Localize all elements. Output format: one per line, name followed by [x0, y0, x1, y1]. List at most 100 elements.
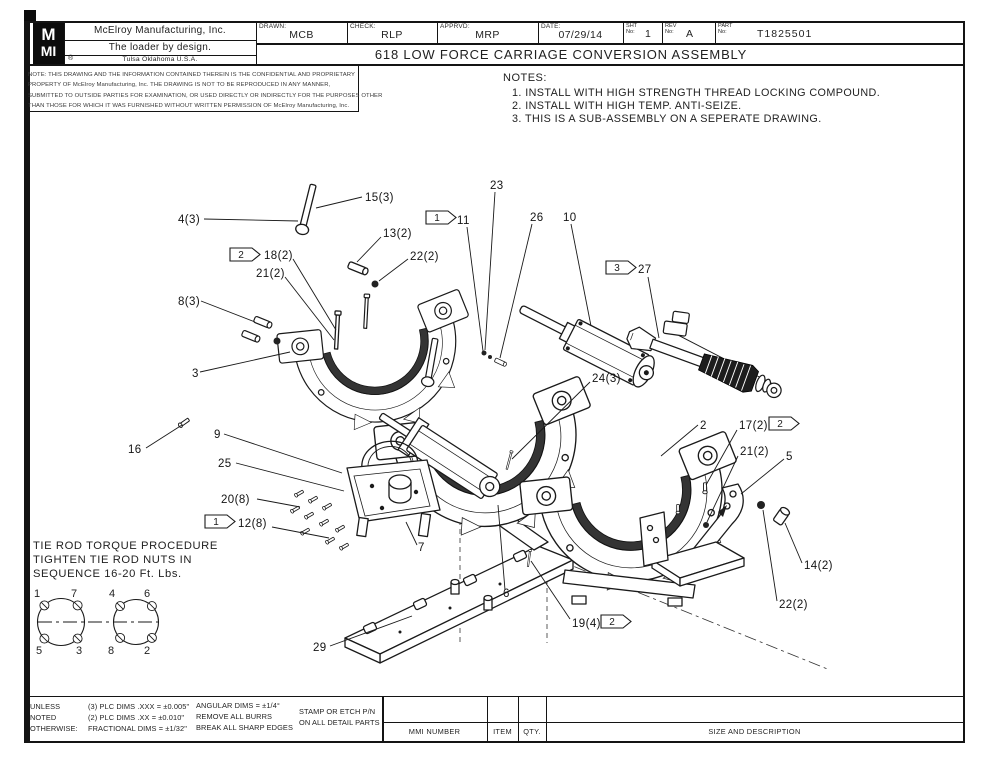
callout-17-2-: 2 17(2)	[705, 416, 800, 486]
right-jaw-base-part	[562, 569, 696, 607]
sequence-number: 6	[144, 588, 151, 600]
callout-23: 23	[484, 180, 504, 351]
leader-line	[223, 433, 343, 474]
callout-label: 15(3)	[365, 192, 394, 204]
callout-label: 29	[313, 642, 327, 654]
stamp-block: STAMP OR ETCH P/N ON ALL DETAIL PARTS	[299, 707, 380, 727]
leader-line	[647, 276, 660, 339]
apprvd-label: APPRVD:	[440, 23, 470, 30]
callout-label: 17(2)	[739, 420, 768, 432]
leader-line	[466, 226, 484, 352]
callout-7: 7	[405, 521, 425, 554]
callout-3: 3	[192, 351, 291, 380]
callout-label: 21(2)	[256, 268, 285, 280]
callout-label: 7	[418, 542, 425, 554]
frame-top	[24, 21, 965, 23]
callout-label: 24(3)	[592, 373, 621, 385]
leader-line	[740, 458, 785, 495]
sequence-number: 7	[71, 588, 78, 600]
sht-label-1: SHT	[626, 23, 638, 29]
leader-line	[405, 521, 418, 546]
logo-letter-bottom: MI	[40, 43, 57, 59]
company-tagline: The loader by design.	[108, 42, 212, 53]
callout-label: 13(2)	[383, 228, 412, 240]
callout-label: 26	[530, 212, 544, 224]
leader-line	[762, 509, 778, 602]
callout-22-2-: 22(2)	[378, 251, 439, 282]
callout-label: 22(2)	[410, 251, 439, 263]
item-flag	[229, 247, 261, 262]
confidentiality-line: PROPERTY OF McElroy Manufacturing, Inc. …	[28, 82, 331, 89]
callout-label: 22(2)	[779, 599, 808, 611]
part-value: T1825501	[757, 28, 813, 40]
callout-19-4-: 219(4)	[530, 560, 632, 630]
leader-line	[497, 504, 506, 591]
sequence-number: 4	[109, 588, 116, 600]
confidentiality-line: SUBMITTED TO OUTSIDE PARTIES FOR EXAMINA…	[28, 92, 383, 99]
drawn-label: DRAWN:	[259, 23, 287, 30]
torque-procedure-line: TIE ROD TORQUE PROCEDURE	[33, 540, 218, 552]
leader-line	[705, 429, 738, 486]
leader-line	[499, 223, 533, 359]
company-name: McElroy Manufacturing, Inc.	[93, 25, 227, 36]
callout-label: 23	[490, 180, 504, 192]
rev-label-2: No:	[665, 29, 674, 35]
item-flag-number: 2	[609, 617, 615, 628]
callout-label: 5	[786, 451, 793, 463]
callout-label: 11	[457, 215, 470, 227]
sequence-number: 8	[108, 645, 115, 657]
leader-line	[315, 196, 363, 209]
callout-2: 2	[660, 420, 706, 457]
mmi-logo: M MI	[33, 23, 64, 64]
part-label-2: No:	[718, 29, 727, 35]
item-flag	[425, 210, 457, 225]
callout-13-2-: 13(2)	[356, 228, 412, 263]
frame-left	[24, 21, 30, 743]
callout-label: 10	[563, 212, 577, 224]
callout-20-8-: 20(8)	[221, 494, 301, 508]
guide-bracket-part	[346, 440, 441, 538]
item-flag	[600, 614, 632, 629]
check-label: CHECK:	[350, 23, 376, 30]
check-value: RLP	[381, 29, 403, 41]
middle-jaw-cylinder-part	[378, 412, 501, 499]
finish-block: ANGULAR DIMS = ±1/4° REMOVE ALL BURRS BR…	[196, 701, 293, 732]
bom-column-qty: QTY.	[523, 727, 541, 736]
callout-22-2-: 22(2)	[762, 509, 808, 611]
leader-line	[706, 455, 739, 523]
frame-bottom	[24, 741, 965, 743]
callout-26: 26	[499, 212, 544, 359]
leader-line	[784, 522, 803, 564]
leader-line	[511, 381, 591, 460]
item-flag-number: 2	[777, 419, 783, 430]
callout-6: 6	[497, 504, 509, 600]
leader-line	[378, 258, 409, 282]
callout-label: 20(8)	[221, 494, 250, 506]
leader-line	[292, 258, 337, 331]
bom-column-mmi-number: MMI NUMBER	[408, 727, 461, 736]
item-flag	[204, 514, 236, 529]
callout-label: 3	[192, 368, 199, 380]
bom-column-size-description: SIZE AND DESCRIPTION	[708, 727, 801, 736]
bom-column-item: ITEM	[493, 727, 512, 736]
sht-value: 1	[645, 28, 652, 40]
unless-noted-block: UNLESS NOTED OTHERWISE:	[30, 702, 78, 733]
item-flag-number: 3	[614, 263, 620, 274]
callout-label: 18(2)	[264, 250, 293, 262]
callout-label: 4(3)	[178, 214, 200, 226]
confidentiality-line: THAN THOSE FOR WHICH IT WAS FURNISHED WI…	[28, 102, 350, 109]
leader-line	[271, 526, 330, 539]
item-flag-number: 1	[213, 517, 219, 528]
apprvd-value: MRP	[475, 29, 500, 41]
callout-10: 10	[563, 212, 592, 327]
torque-tool-part	[626, 310, 782, 399]
callout-4-3-: 4(3)	[178, 214, 299, 226]
rev-value: A	[686, 28, 694, 40]
sequence-number: 1	[34, 588, 41, 600]
callout-label: 9	[214, 429, 221, 441]
